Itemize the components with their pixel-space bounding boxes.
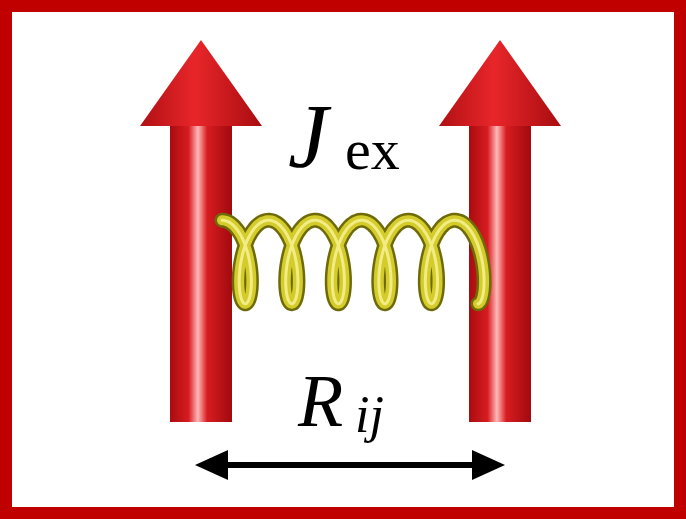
spring-coil: [222, 220, 484, 304]
symbol-main: R: [298, 364, 343, 438]
symbol-subscript: ex: [345, 121, 400, 179]
spring: [222, 220, 484, 304]
symbol-main: J: [288, 92, 328, 182]
frame-tab: [340, 0, 366, 12]
spring-coil: [222, 220, 484, 304]
frame-border: [6, 6, 680, 513]
spin-arrow: [439, 40, 561, 422]
distance-arrow: [195, 450, 505, 480]
symbol-subscript: ij: [355, 389, 384, 441]
spring-highlight: [222, 220, 484, 304]
